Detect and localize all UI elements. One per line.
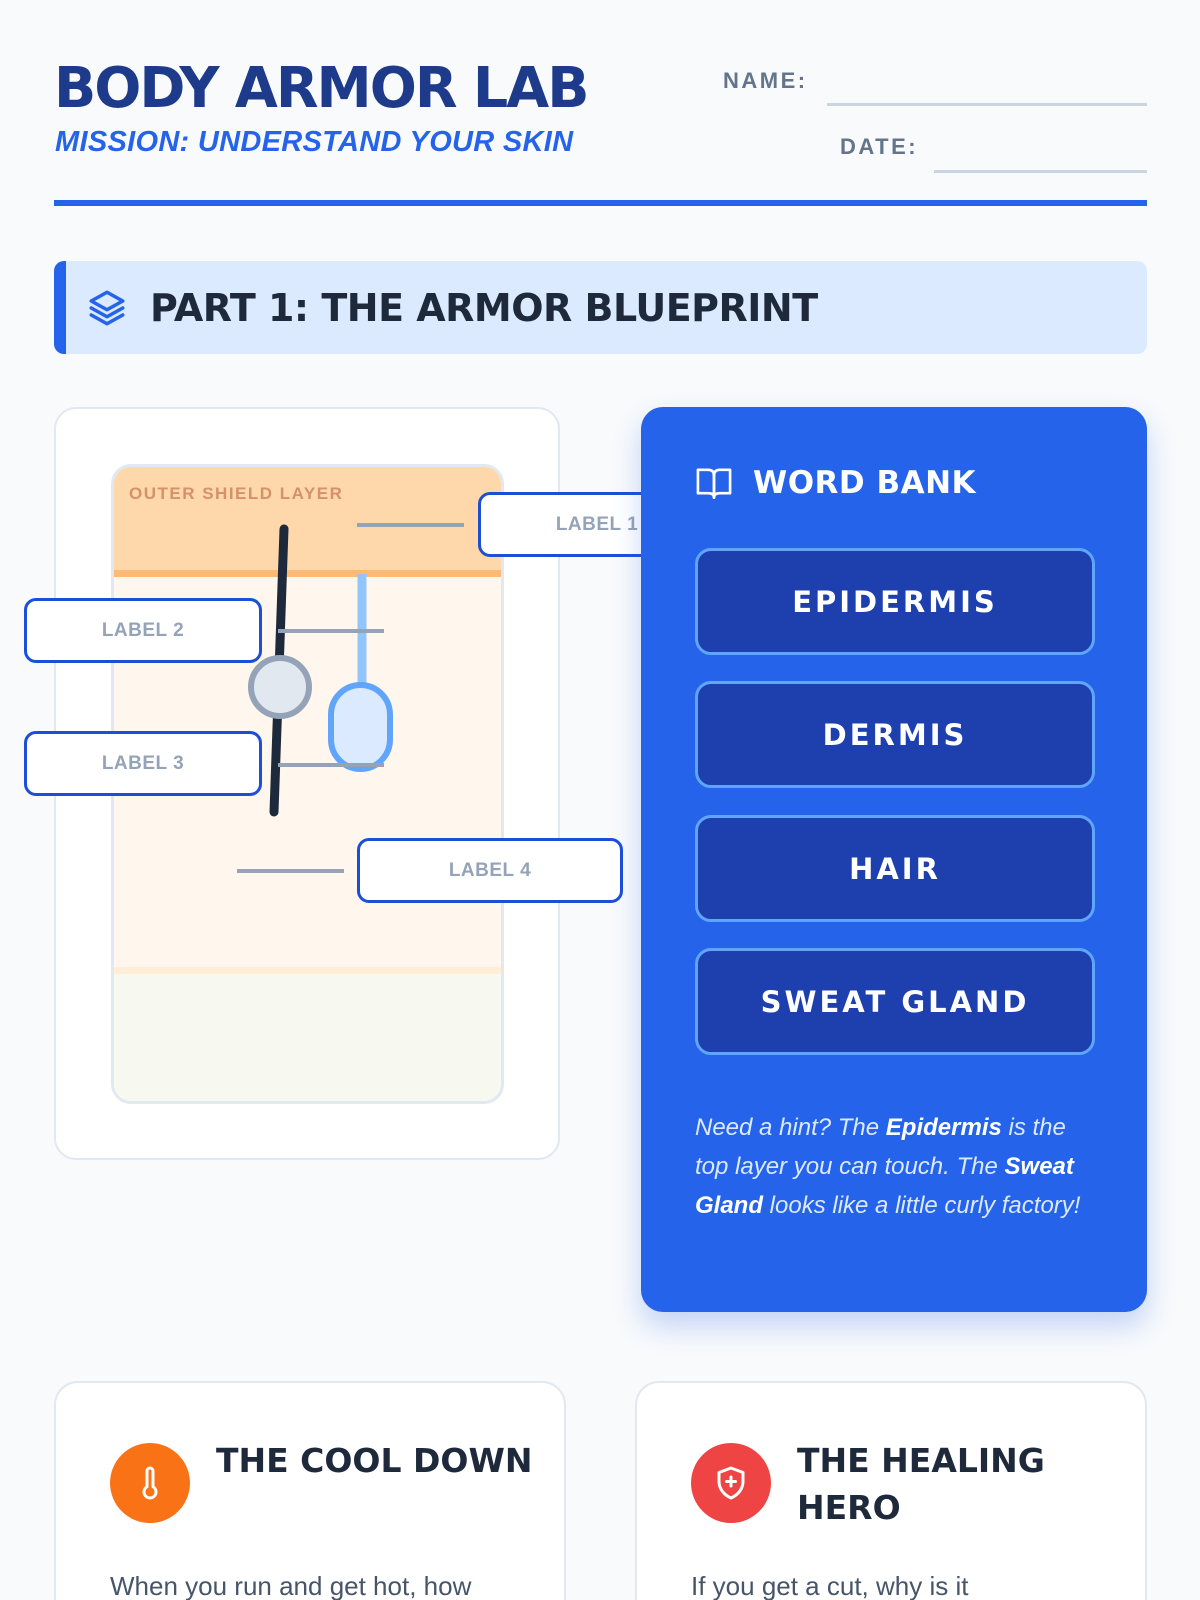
thermometer-icon-badge (110, 1443, 190, 1523)
question-card-healing-hero: THE HEALING HERO If you get a cut, why i… (635, 1381, 1147, 1600)
date-label: DATE: (840, 134, 919, 159)
outer-layer-caption: OUTER SHIELD LAYER (129, 484, 344, 503)
label-box-2[interactable]: LABEL 2 (24, 598, 262, 663)
word-bank-hint: Need a hint? The Epidermis is the top la… (695, 1108, 1105, 1225)
hint-bold-epidermis: Epidermis (885, 1114, 1002, 1141)
word-bank-header: WORD BANK (695, 465, 976, 501)
date-field[interactable] (934, 170, 1147, 173)
part1-title: PART 1: THE ARMOR BLUEPRINT (150, 285, 818, 330)
shield-plus-icon-badge (691, 1443, 771, 1523)
hint-text: Need a hint? The (695, 1114, 886, 1141)
question-title: THE HEALING HERO (797, 1441, 1045, 1527)
word-bank-panel: WORD BANK EPIDERMIS DERMIS HAIR SWEAT GL… (641, 407, 1147, 1312)
label-box-3[interactable]: LABEL 3 (24, 731, 262, 796)
part1-banner: PART 1: THE ARMOR BLUEPRINT (54, 261, 1147, 354)
word-chip-sweat-gland[interactable]: SWEAT GLAND (695, 948, 1095, 1055)
hint-bold-sweat-gland: Sweat Gland (695, 1153, 1074, 1219)
dermis-edge (114, 967, 501, 974)
hint-text: looks like a little curly factory! (763, 1192, 1081, 1219)
word-chip-epidermis[interactable]: EPIDERMIS (695, 548, 1095, 655)
shield-plus-icon (717, 1466, 745, 1500)
name-label: NAME: (723, 68, 808, 93)
thermometer-icon (142, 1466, 158, 1500)
hypodermis-layer (114, 974, 501, 1101)
question-card-cool-down: THE COOL DOWN When you run and get hot, … (54, 1381, 566, 1600)
question-text: If you get a cut, why is it (691, 1571, 969, 1600)
name-field[interactable] (827, 103, 1147, 106)
epidermis-layer (114, 467, 501, 570)
worksheet-title: BODY ARMOR LAB (54, 56, 589, 121)
hint-text: is the top layer you can touch. The (695, 1114, 1066, 1180)
word-chip-dermis[interactable]: DERMIS (695, 681, 1095, 788)
layers-icon (89, 290, 125, 325)
word-chip-hair[interactable]: HAIR (695, 815, 1095, 922)
book-open-icon (696, 468, 732, 499)
question-title: THE COOL DOWN (216, 1441, 533, 1480)
question-text: When you run and get hot, how (110, 1571, 472, 1600)
header-divider (54, 200, 1147, 206)
label-box-4[interactable]: LABEL 4 (357, 838, 623, 903)
skin-cross-section: OUTER SHIELD LAYER (111, 464, 504, 1104)
epidermis-edge (114, 570, 501, 577)
word-bank-title: WORD BANK (753, 465, 977, 501)
worksheet-header: BODY ARMOR LAB MISSION: UNDERSTAND YOUR … (54, 54, 1147, 206)
worksheet-subtitle: MISSION: UNDERSTAND YOUR SKIN (55, 126, 574, 158)
